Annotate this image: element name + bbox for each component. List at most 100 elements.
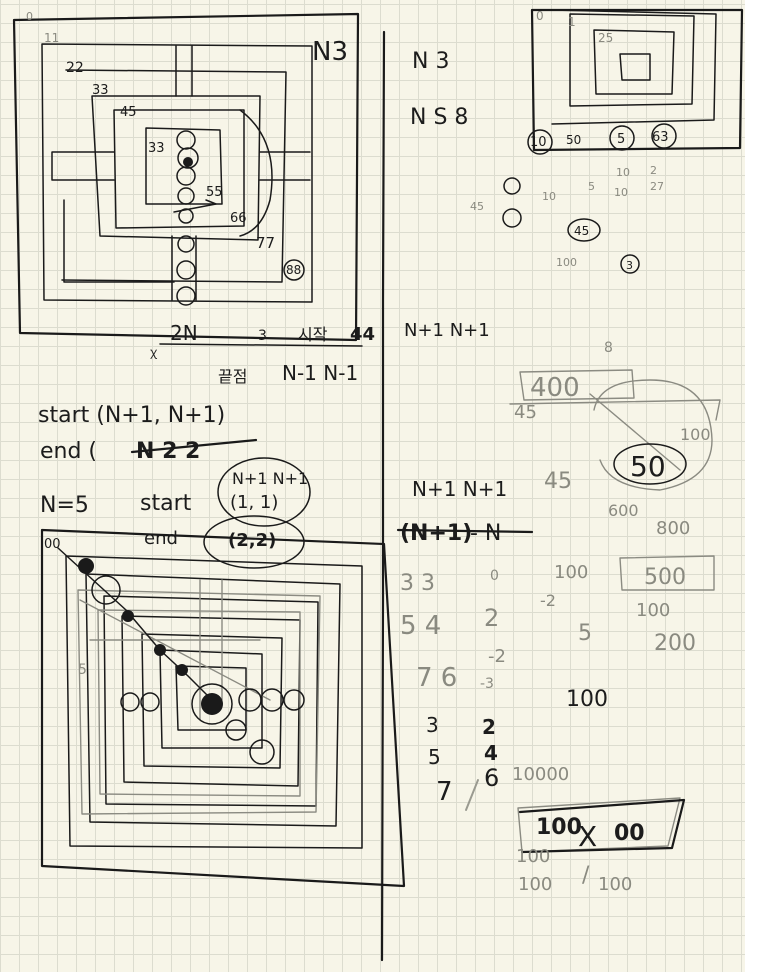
bl-circle-row-2: [140, 692, 160, 712]
bl-square-6: [141, 633, 283, 769]
rn-v4: 4: [484, 741, 498, 765]
bl-scribble-c: [154, 644, 166, 656]
rn-r0: 0: [490, 568, 499, 584]
rn-v7: 7: [436, 777, 453, 807]
rt-label-10: 10: [530, 135, 547, 150]
bubble-nn: N+1 N+1: [232, 469, 308, 488]
rn-small-3: 3: [626, 259, 633, 272]
label-n3: N3: [312, 37, 348, 67]
rn-box-bottom-100c: 100: [598, 874, 632, 895]
note-2n: 2N: [170, 321, 198, 345]
rt-label-63: 63: [652, 130, 669, 145]
rt-label-5: 5: [617, 132, 625, 147]
rt-circle-5: [609, 125, 635, 151]
rn-big-100a: 100: [680, 425, 711, 444]
rn-pencil-8: 8: [604, 340, 613, 356]
bl-scribble-d: [176, 664, 188, 676]
circle-e: [178, 208, 194, 224]
rn-rneg3: -3: [480, 676, 494, 692]
rt-square-outer: [530, 8, 744, 152]
rn-box-100: 100: [536, 815, 582, 840]
bl-square-3: [85, 573, 341, 827]
rn-small-circle-1: [503, 177, 521, 195]
rn-big-45b: 45: [544, 469, 572, 494]
rt-label-1: 1: [568, 15, 576, 29]
square-5: [145, 127, 223, 205]
rn-n3: N 3: [412, 49, 449, 74]
rn-circle-3: [620, 254, 640, 274]
label-22: 22: [66, 60, 84, 76]
note-nn-top: N+1 N+1: [404, 320, 490, 341]
note-kr-end: 끝점: [218, 367, 247, 386]
circle-b: [177, 147, 199, 169]
rn-big-200: 200: [654, 631, 696, 656]
cross-top: [175, 45, 193, 97]
rn-box-00: 00: [614, 821, 645, 846]
rn-small-45: 45: [470, 200, 484, 213]
rn-r100: 100: [566, 687, 608, 712]
bl-pencil-4: [79, 599, 271, 701]
cross-bottom: [171, 235, 197, 301]
label-corner-0: 0: [26, 10, 33, 23]
bl-circle-row-5: [283, 689, 305, 711]
label-45: 45: [120, 105, 137, 120]
rn-small-circle-2: [502, 208, 522, 228]
left-middle-notes: 2N 3 시작 44 N+1 N+1 ꭓ 끝점 N-1 N-1 start (N…: [38, 320, 490, 569]
rn-small-10: 10: [542, 190, 556, 203]
square-4: [113, 109, 245, 229]
rt-circle-63: [651, 123, 677, 149]
rn-pencil-arc: [593, 379, 713, 491]
bl-pencil-1: [77, 589, 321, 815]
label-77: 77: [256, 234, 275, 252]
label-33: 33: [92, 83, 109, 98]
rn-big-100b: 100: [554, 562, 588, 583]
rn-pencil-box-400: [519, 369, 635, 401]
rn-pencil-line-2: [589, 393, 681, 471]
rt-square-3: [569, 13, 695, 107]
label-55: 55: [206, 185, 223, 200]
rt-square-5: [619, 53, 651, 81]
note-n-1: N-1 N-1: [282, 361, 358, 385]
rt-square-4: [593, 29, 675, 95]
bl-circle-center: [191, 683, 233, 725]
strike-end: [130, 438, 258, 454]
square-2: [61, 69, 287, 283]
rn-v2: 2: [482, 715, 496, 739]
right-top-sketch: 0 1 25 10 50 5 63: [527, 8, 744, 155]
rn-box-frame: [518, 798, 686, 854]
label-66: 66: [230, 211, 247, 226]
circle-88: [283, 259, 305, 281]
rn-small-10b: 10: [616, 166, 630, 179]
outer-square: [12, 12, 360, 342]
note-n-eq-5: N=5: [40, 493, 89, 518]
bl-circle-row-4: [260, 688, 284, 712]
rn-ns8: N S 8: [410, 105, 468, 130]
bl-label-00: 00: [44, 537, 61, 552]
rn-big-45: 45: [514, 402, 537, 423]
note-3: 3: [258, 328, 267, 344]
bl-circle-row-3: [238, 688, 262, 712]
right-notes: N 3 N S 8 45 10 5 10 2 10 27 45 100 3 8: [396, 49, 721, 895]
bl-scribble-a: [78, 558, 94, 574]
square-3: [91, 95, 261, 241]
bl-square-7: [159, 649, 263, 749]
rn-pencil-line-1: [509, 399, 721, 421]
note-44: 44: [350, 324, 375, 345]
bl-scribble-center: [201, 693, 223, 715]
bubble-11: (1, 1): [230, 492, 278, 513]
oval-right: [239, 109, 273, 237]
bubble-22: (2,2): [228, 530, 276, 551]
bl-square-1: [40, 528, 406, 888]
outer-square-inner: [41, 43, 313, 303]
label-88: 88: [286, 263, 301, 277]
bubble-upper: [217, 457, 311, 527]
bl-scribble-b: [122, 610, 134, 622]
label-33-inner: 33: [148, 141, 165, 156]
rn-circled-45: [567, 218, 601, 242]
rn-r33: 3 3: [400, 571, 435, 596]
rn-v6: 6: [484, 764, 499, 792]
rt-label-0: 0: [536, 9, 544, 23]
rt-circle-10: [527, 129, 553, 155]
